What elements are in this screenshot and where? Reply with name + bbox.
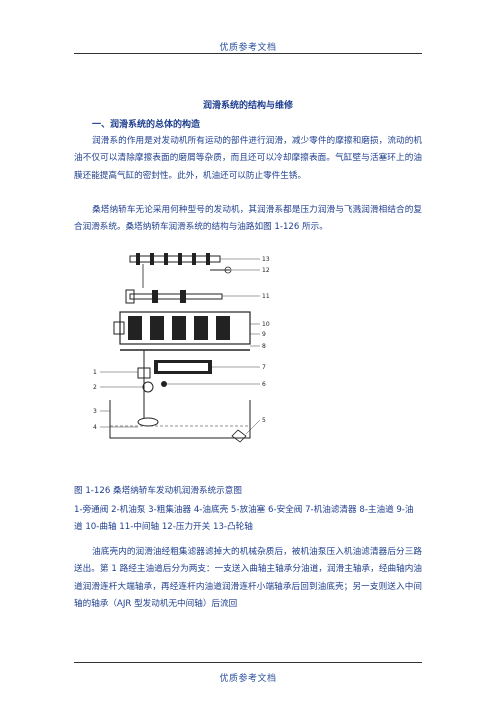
figure-caption: 图 1-126 桑塔纳轿车发动机润滑系统示意图: [74, 486, 242, 496]
figure-legend: 1-旁通阀 2-机油泵 3-粗集油器 4-油底壳 5-放油塞 6-安全阀 7-机…: [74, 505, 414, 533]
doc-title: 润滑系统的结构与维修: [202, 101, 293, 111]
label-6: 6: [262, 381, 266, 388]
page-header: 优质参考文档: [219, 43, 277, 53]
lubrication-diagram: 13 12 11 10 9 8 7 6 5 1 2 3 4: [93, 253, 270, 443]
footer-rule: [74, 662, 422, 663]
label-7: 7: [262, 364, 266, 371]
paragraph-1-text: 润滑系的作用是对发动机所有运动的部件进行润滑，减少零件的摩擦和磨损，流动的机油不…: [74, 136, 422, 181]
paragraph-1: 润滑系的作用是对发动机所有运动的部件进行润滑，减少零件的摩擦和磨损，流动的机油不…: [74, 133, 422, 185]
label-11: 11: [262, 293, 270, 300]
label-9: 9: [262, 331, 266, 338]
label-10: 10: [262, 321, 270, 328]
paragraph-2-text: 桑塔纳轿车无论采用何种型号的发动机，其润滑系都是压力润滑与飞溅润滑相结合的复合润…: [74, 205, 422, 233]
label-5: 5: [262, 417, 266, 424]
section-heading: 一、润滑系统的总体的构造: [92, 120, 201, 130]
label-2: 2: [93, 384, 97, 391]
paragraph-2: 桑塔纳轿车无论采用何种型号的发动机，其润滑系都是压力润滑与飞溅润滑相结合的复合润…: [74, 202, 422, 237]
label-3: 3: [93, 408, 97, 415]
paragraph-3-text: 油底壳内的润滑油经粗集滤器滤掉大的机械杂质后，被机油泵压入机油滤清器后分三路送出…: [74, 547, 422, 609]
label-12: 12: [262, 267, 270, 274]
page-footer: 优质参考文档: [219, 674, 277, 684]
header-rule: [74, 53, 422, 54]
paragraph-3: 油底壳内的润滑油经粗集滤器滤掉大的机械杂质后，被机油泵压入机油滤清器后分三路送出…: [74, 544, 422, 613]
label-13: 13: [262, 256, 270, 263]
label-4: 4: [93, 424, 97, 431]
label-1: 1: [93, 369, 97, 376]
label-8: 8: [262, 343, 266, 350]
